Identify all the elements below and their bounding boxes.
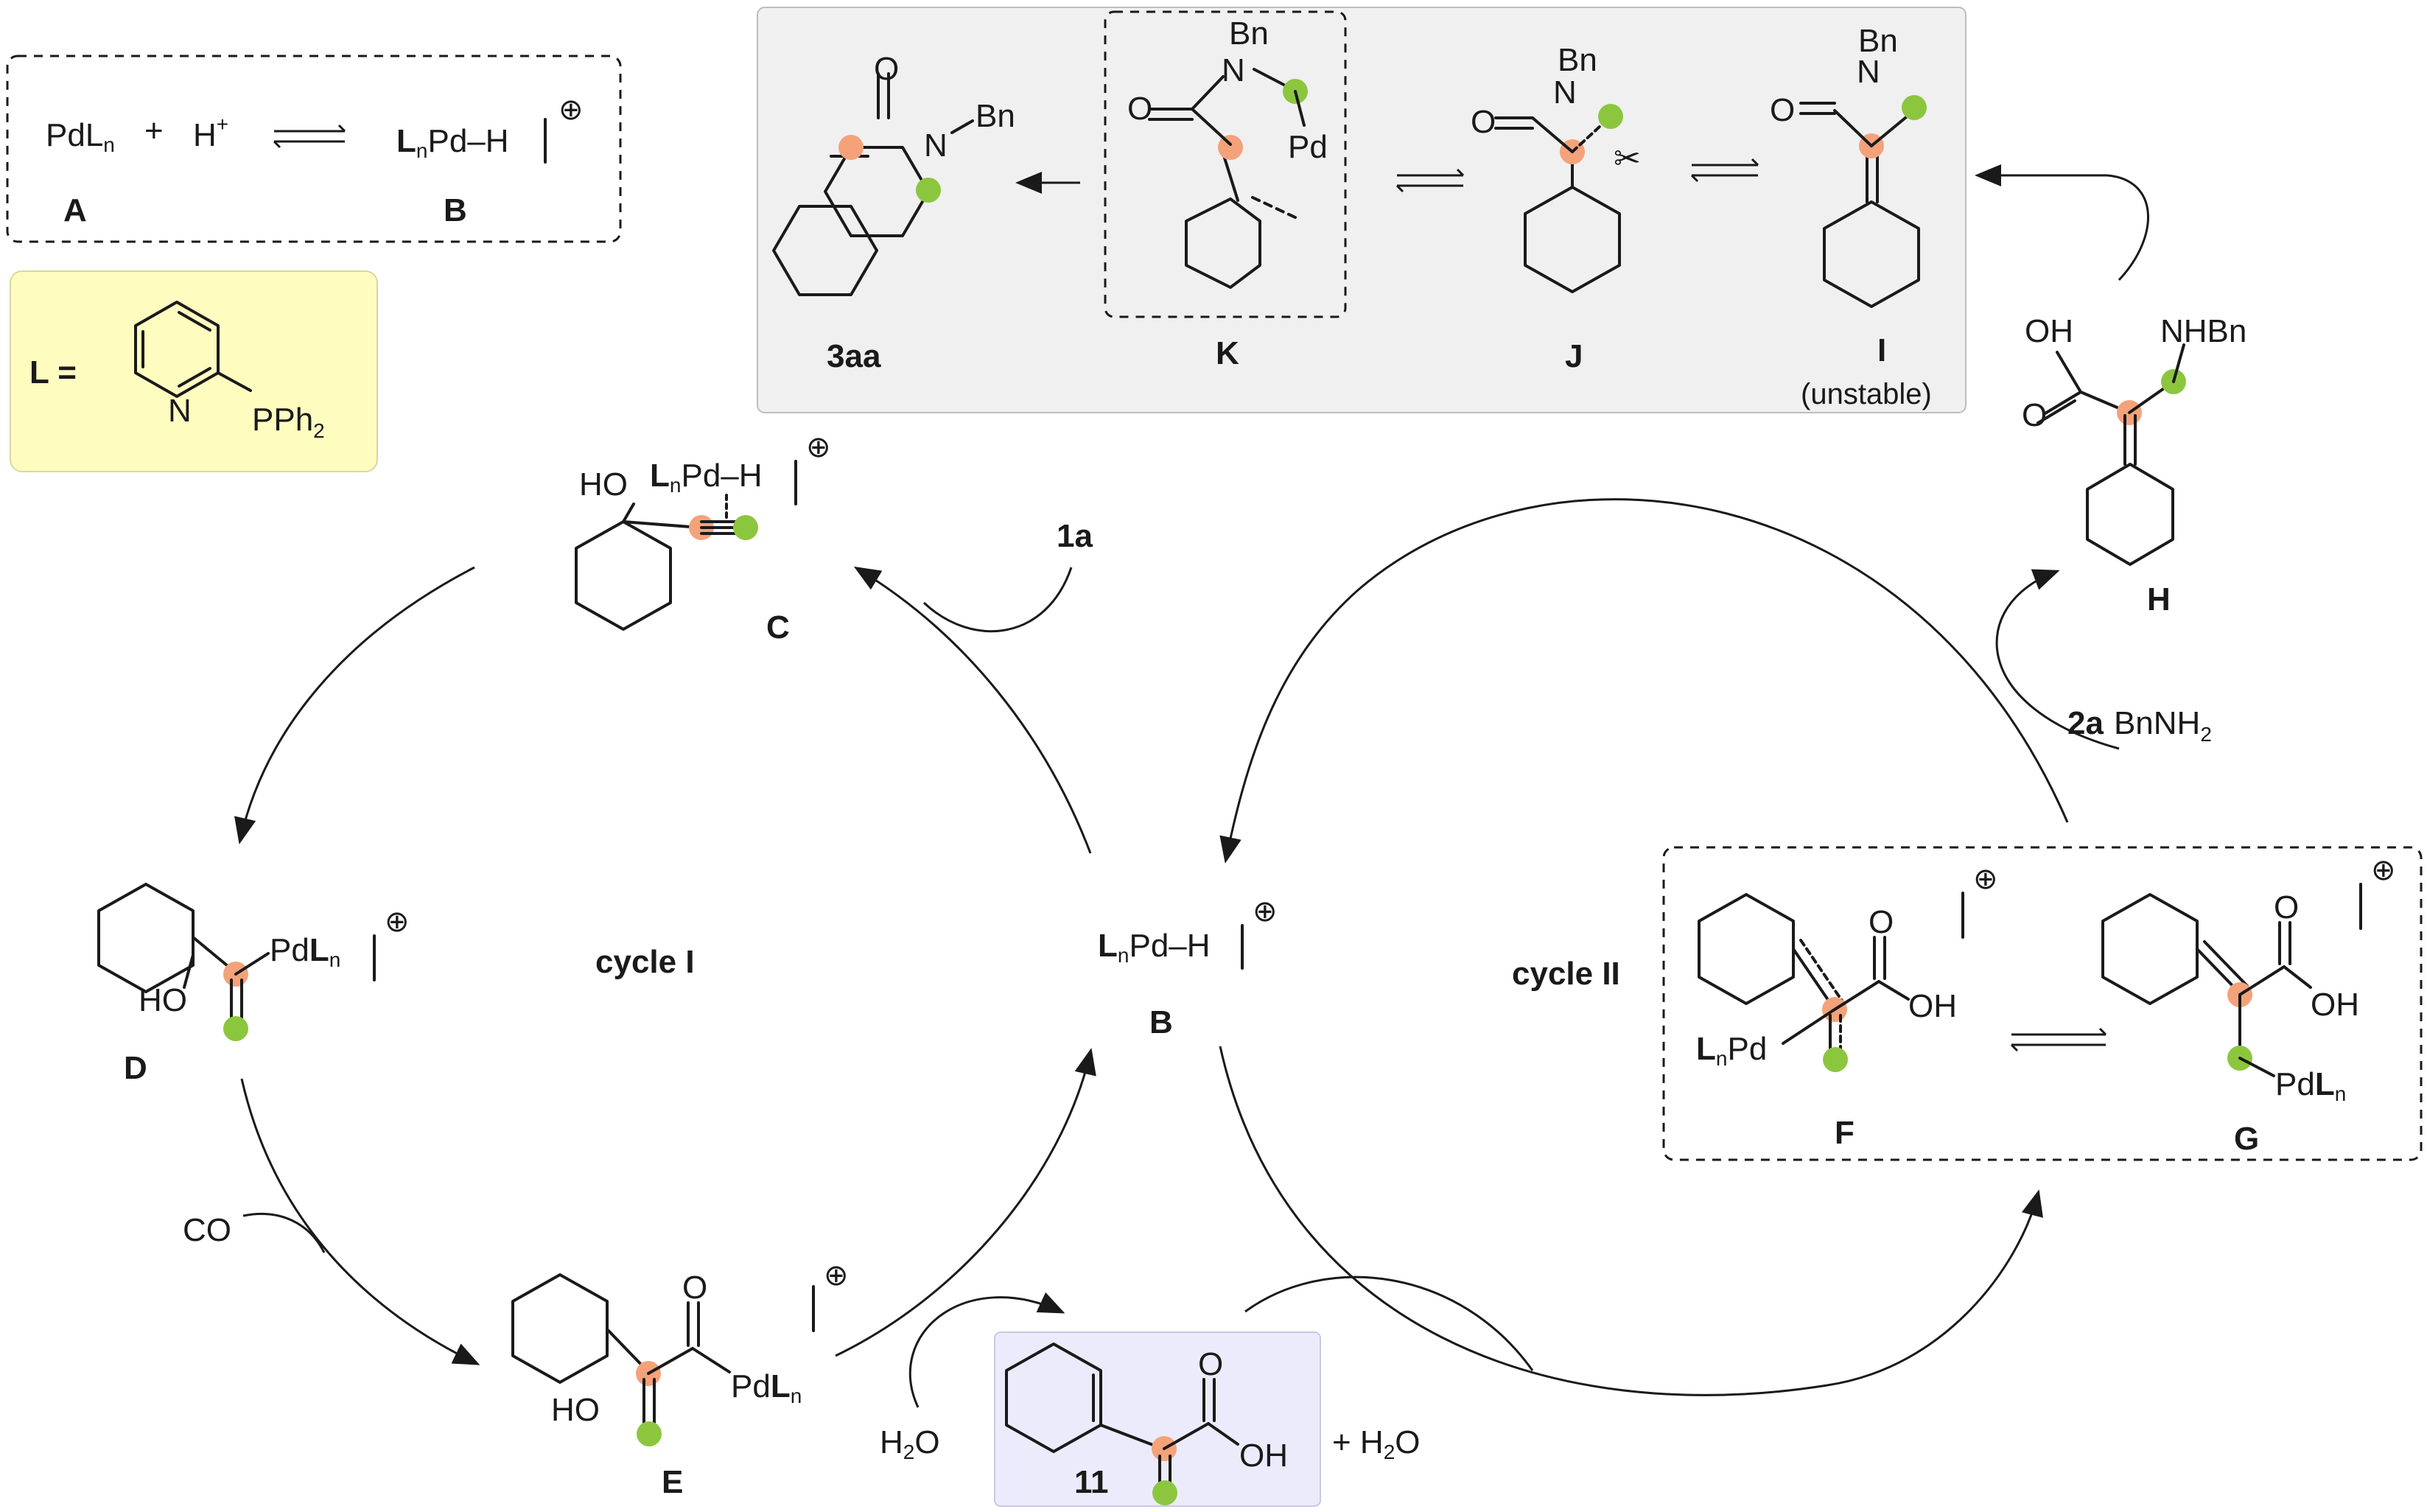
label-E: E <box>662 1464 683 1500</box>
E-O: O <box>682 1270 707 1306</box>
K-O: O <box>1127 91 1152 127</box>
F-O: O <box>1869 904 1894 940</box>
equilibrium-arrows <box>273 124 346 149</box>
11-O: O <box>1198 1346 1223 1382</box>
J-O: O <box>1471 104 1496 140</box>
equilibrium-arrows-JI <box>1690 158 1759 183</box>
cycle-I-label: cycle I <box>595 944 695 980</box>
H-OH: OH <box>2025 313 2073 349</box>
compound-11: O OH 11 <box>994 1331 1321 1507</box>
label-11: 11 <box>1074 1464 1109 1500</box>
label-G: G <box>2234 1121 2259 1157</box>
compound-C: HO LnPd–H ⊕ C <box>575 431 831 645</box>
compound-J: O N Bn ✂ J <box>1471 42 1641 374</box>
K-N: N <box>1222 52 1245 88</box>
label-H: H <box>2147 581 2171 617</box>
compound-H: OH O NHBn H <box>2022 313 2246 617</box>
label-F: F <box>1835 1115 1855 1151</box>
label-K: K <box>1216 335 1239 371</box>
G-charge-icon: ⊕ <box>2371 854 2396 886</box>
svg-text:PdLn: PdLn <box>46 117 115 156</box>
svg-text:PdLn: PdLn <box>270 932 340 971</box>
3aa-Bn: Bn <box>976 98 1015 134</box>
compound-FG-box: O OH LnPd ⊕ F O OH PdLn ⊕ G <box>1662 846 2423 1161</box>
ligand-label: L = <box>29 354 77 391</box>
svg-text:+ H2O: + H2O <box>1332 1424 1421 1463</box>
scissors-icon: ✂ <box>1614 141 1641 177</box>
svg-text:LnPd–H: LnPd–H <box>650 458 763 497</box>
pyridine-N: N <box>168 393 192 429</box>
G-OH: OH <box>2311 987 2359 1023</box>
pph2-text: PPh <box>252 402 313 438</box>
G-O: O <box>2274 889 2299 925</box>
K-Pd: Pd <box>1288 129 1328 165</box>
label-D: D <box>124 1050 147 1086</box>
svg-text:LnPd: LnPd <box>1696 1031 1767 1070</box>
svg-text:H2O: H2O <box>880 1424 940 1463</box>
J-Bn: Bn <box>1558 42 1597 78</box>
label-I: I <box>1877 332 1886 368</box>
equilibrium-box: PdLn + H+ LnPd–H ⊕ A B <box>6 55 622 243</box>
J-N: N <box>1553 74 1577 111</box>
water-left: H <box>880 1424 903 1460</box>
svg-text:LnPd–H: LnPd–H <box>396 123 509 162</box>
charge-plus-icon: ⊕ <box>558 94 584 126</box>
label-A: A <box>63 192 87 228</box>
center-B: LnPd–H ⊕ B <box>1098 895 1278 1040</box>
top-panel: O N Bn 3aa O N Bn Pd K <box>757 7 1967 413</box>
F-charge-icon: ⊕ <box>1973 863 1998 895</box>
3aa-O: O <box>874 51 899 87</box>
pyridine-ring <box>134 301 220 398</box>
proton-text: H <box>193 117 217 153</box>
unstable-note: (unstable) <box>1801 378 1932 410</box>
label-C: C <box>766 609 790 645</box>
equilibrium-arrows-KJ <box>1395 168 1465 193</box>
compound-I: O N Bn I (unstable) <box>1770 23 1932 410</box>
pdln-text: PdL <box>46 117 103 153</box>
compound-K: O N Bn Pd K <box>1104 10 1347 371</box>
E-charge-icon: ⊕ <box>824 1259 849 1292</box>
reagent-CO: CO <box>183 1212 231 1248</box>
11-OH: OH <box>1239 1438 1288 1474</box>
cycle-II-label: cycle II <box>1512 956 1620 992</box>
water-right: + H <box>1332 1424 1384 1460</box>
D-charge-icon: ⊕ <box>385 906 410 938</box>
C-charge-icon: ⊕ <box>806 431 831 463</box>
label-B: B <box>444 192 467 228</box>
I-O: O <box>1770 92 1795 128</box>
compound-3aa: O N Bn 3aa <box>772 51 1015 374</box>
B-charge-icon: ⊕ <box>1253 895 1278 928</box>
D-HO: HO <box>139 982 187 1018</box>
label-B-center: B <box>1149 1004 1173 1040</box>
reagent-2a: 2a <box>2067 705 2104 741</box>
compound-E: O PdLn ⊕ HO E <box>511 1259 849 1500</box>
H-NHBn: NHBn <box>2160 313 2246 349</box>
svg-text:PPh2: PPh2 <box>252 402 325 442</box>
svg-text:H+: H+ <box>193 113 228 153</box>
I-N: N <box>1857 54 1880 90</box>
plus-sign: + <box>144 113 164 149</box>
3aa-N: N <box>924 127 948 164</box>
svg-text:PdLn: PdLn <box>731 1368 802 1407</box>
label-3aa: 3aa <box>827 338 881 374</box>
svg-text:PdLn: PdLn <box>2275 1066 2346 1105</box>
H-O: O <box>2022 397 2047 433</box>
E-HO: HO <box>551 1392 600 1428</box>
label-J: J <box>1565 338 1583 374</box>
K-Bn: Bn <box>1229 15 1269 52</box>
L-symbol: L <box>396 123 416 159</box>
F-OH: OH <box>1908 988 1957 1024</box>
compound-D: PdLn ⊕ HO D <box>97 883 410 1086</box>
svg-text:LnPd–H: LnPd–H <box>1098 928 1211 967</box>
D-Pd: Pd <box>270 932 309 968</box>
reagent-1a: 1a <box>1057 518 1093 554</box>
C-HO: HO <box>579 466 628 503</box>
I-Bn: Bn <box>1858 23 1898 59</box>
ligand-box: L = N PPh2 <box>10 270 378 472</box>
